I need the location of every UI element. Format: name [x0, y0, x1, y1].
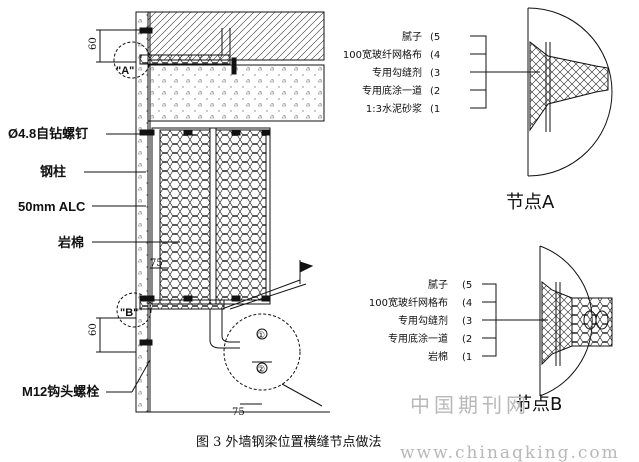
watermark-url: www.chinaqking.com — [400, 443, 620, 462]
dim-bot-75: 75 — [232, 407, 245, 418]
concrete-column — [135, 11, 149, 413]
detail-b-rockwool — [571, 297, 613, 347]
rockwool-panel-right — [215, 129, 267, 301]
detail-a-layer-1-num: (1 — [430, 104, 440, 115]
screw-icons — [139, 27, 271, 346]
joint-strip-b — [139, 299, 225, 310]
detail-b-graphic — [539, 245, 613, 397]
detail-a-leaders — [470, 35, 540, 109]
detail-a-labels: 腻子 (5 100宽玻纤网格布 (4 专用勾缝剂 (3 专用底涂一道 (2 1:… — [343, 31, 440, 115]
joint-strip-a — [139, 54, 231, 65]
detail-a-joint-fill — [529, 40, 609, 132]
detail-b-layer-3: 专用勾缝剂 — [398, 314, 448, 327]
dim-top-60: 60 — [88, 37, 99, 50]
circle-marker-2: ② — [257, 365, 265, 375]
detail-a-layer-4-num: (4 — [430, 50, 440, 61]
watermark-cn: 中国期刊网 — [410, 393, 530, 417]
detail-b-layer-2: 专用底涂一道 — [388, 332, 448, 345]
detail-b-joint-fill — [541, 280, 573, 366]
detail-a-layer-3: 专用勾缝剂 — [372, 66, 422, 79]
detail-b-layer-4-num: (4 — [462, 298, 472, 309]
label-alc: 50mm ALC — [18, 199, 86, 214]
detail-a-layer-2: 专用底涂一道 — [362, 84, 422, 97]
detail-b-layer-2-num: (2 — [462, 334, 472, 345]
marker-a: "A" — [116, 65, 134, 77]
detail-a-layer-1: 1:3水泥砂浆 — [366, 102, 422, 115]
detail-b-layer-5: 腻子 — [428, 279, 448, 291]
detail-a-graphic — [527, 7, 613, 177]
detail-b-callout-circle — [223, 313, 301, 391]
detail-b-layer-1-num: (1 — [462, 352, 472, 363]
marker-b: "B" — [120, 307, 138, 319]
section-view — [84, 11, 330, 413]
dim-bot-60: 60 — [88, 323, 99, 336]
label-rockwool: 岩棉 — [57, 235, 84, 250]
detail-a-callout-circle — [113, 41, 151, 79]
circle-marker-1: ① — [257, 331, 265, 341]
detail-b-layer-4: 100宽玻纤网格布 — [369, 296, 448, 309]
detail-b-title: 节点B — [514, 394, 562, 415]
label-screw: Ø4.8自钻螺钉 — [8, 126, 88, 141]
detail-b-labels: 腻子 (5 100宽玻纤网格布 (4 专用勾缝剂 (3 专用底涂一道 (2 岩棉… — [369, 279, 472, 363]
label-hook-bolt: M12钩头螺栓 — [22, 384, 99, 399]
dim-mid-75: 75 — [150, 258, 163, 269]
rockwool-panel-left — [159, 129, 211, 301]
detail-a-layer-5-num: (5 — [430, 32, 440, 43]
label-steel-column: 钢柱 — [40, 164, 66, 179]
detail-a-layer-2-num: (2 — [430, 86, 440, 97]
detail-b-layer-1: 岩棉 — [428, 350, 448, 363]
detail-b-layer-3-num: (3 — [462, 316, 472, 327]
detail-a-title: 节点A — [506, 192, 555, 213]
detail-b-layer-5-num: (5 — [462, 280, 472, 291]
detail-a-layer-4: 100宽玻纤网格布 — [343, 48, 422, 61]
detail-a-layer-5: 腻子 — [402, 31, 422, 43]
upper-slab — [147, 11, 325, 61]
detail-b-small-circle — [116, 292, 152, 328]
figure-caption: 图 3 外墙钢梁位置横缝节点做法 — [196, 435, 382, 450]
detail-a-layer-3-num: (3 — [430, 68, 440, 79]
detail-b-leaders — [482, 283, 548, 357]
